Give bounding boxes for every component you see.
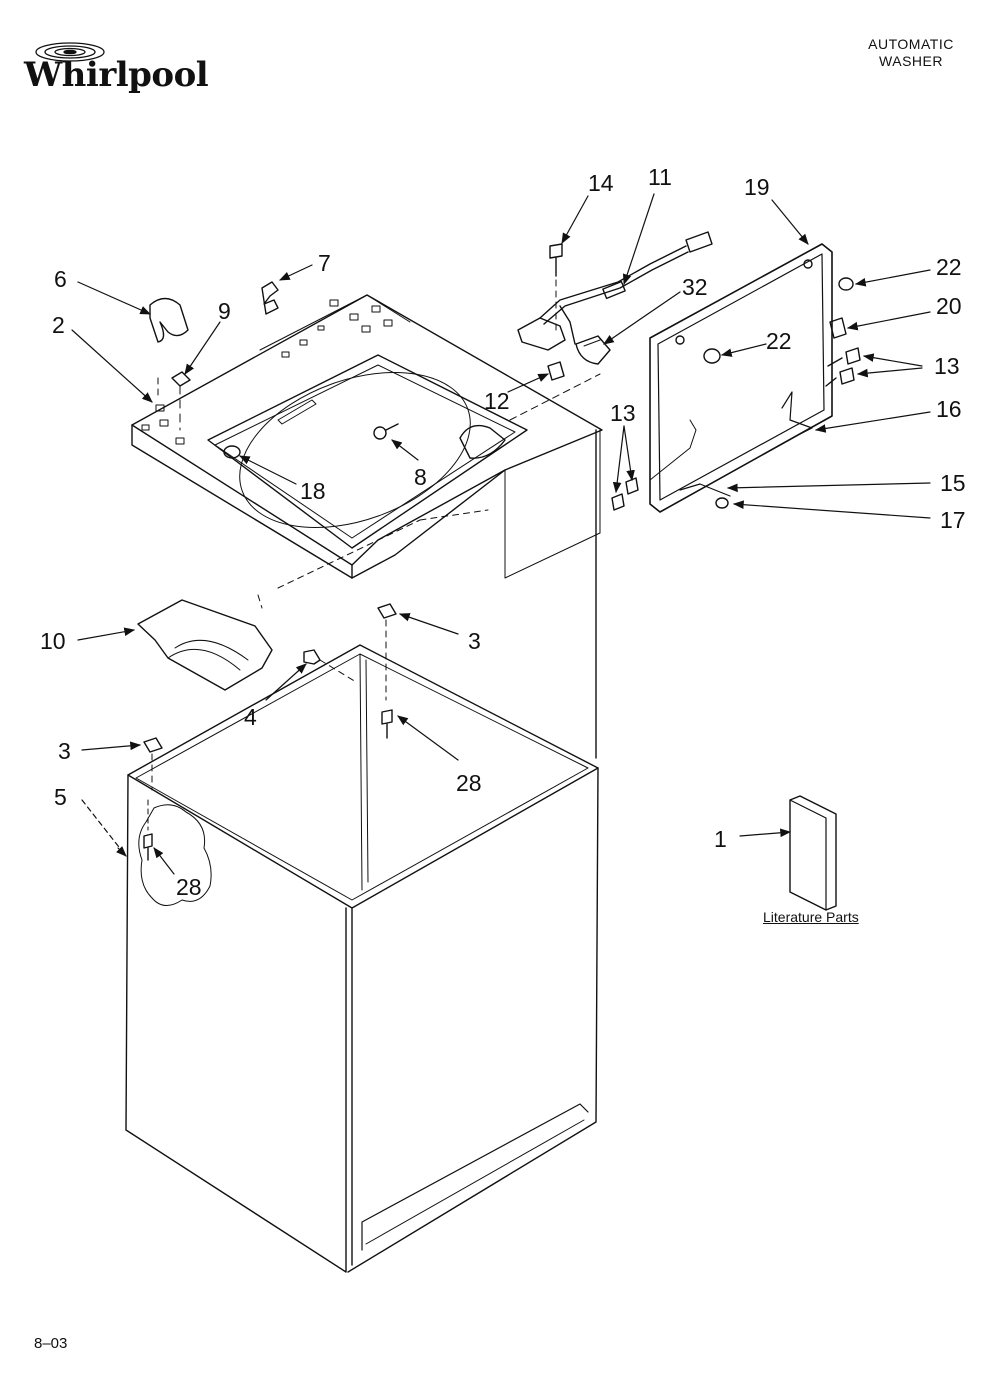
bracket-part-6 (150, 299, 188, 343)
clip-part-3a (378, 604, 396, 700)
callout-11: 11 (648, 164, 672, 190)
rear-panel-frame-part-19 (650, 244, 832, 512)
screw-part-28a (382, 710, 392, 738)
screw-part-14 (550, 244, 562, 330)
callout-22-mid: 22 (766, 328, 792, 354)
callout-5: 5 (54, 784, 67, 810)
screws-part-13b (612, 478, 638, 510)
literature-parts-label: Literature Parts (763, 909, 859, 925)
callout-13-right: 13 (934, 353, 960, 379)
screw-part-8 (374, 424, 398, 439)
wire-part-15 (680, 484, 730, 496)
callout-10: 10 (40, 628, 66, 654)
screws-part-13a (826, 348, 860, 386)
leader-lines (72, 194, 930, 926)
panel-part-10 (138, 600, 272, 690)
callout-6: 6 (54, 266, 67, 292)
callout-1: 1 (714, 826, 727, 852)
clip-part-20 (830, 318, 846, 338)
screw-part-28b (144, 800, 152, 860)
callout-4: 4 (244, 704, 257, 730)
literature-booklet-part-1 (790, 796, 836, 910)
callout-3-upper: 3 (468, 628, 481, 654)
document-title-line1: AUTOMATIC (868, 36, 954, 52)
callout-18: 18 (300, 478, 326, 504)
callout-32: 32 (682, 274, 708, 300)
washer-top-lid-assembly (132, 295, 602, 608)
callout-14: 14 (588, 170, 614, 196)
callout-2: 2 (52, 312, 65, 338)
clip-part-9 (158, 372, 190, 430)
plug-part-22b (704, 349, 720, 363)
callout-20: 20 (936, 293, 962, 319)
clip-part-7 (262, 282, 278, 314)
callout-16: 16 (936, 396, 962, 422)
cover-part-32 (576, 336, 610, 364)
callout-28-upper: 28 (456, 770, 482, 796)
grommet-part-17 (716, 498, 728, 508)
callout-19: 19 (744, 174, 770, 200)
callout-22-top: 22 (936, 254, 962, 280)
lid-switch-harness-part-11 (518, 232, 712, 350)
plug-part-22a (839, 278, 853, 290)
brand-logo-text: Whirlpool (24, 55, 209, 95)
nut-part-12 (548, 362, 564, 380)
callout-28-lower: 28 (176, 874, 202, 900)
callout-7: 7 (318, 250, 331, 276)
callout-12: 12 (484, 388, 510, 414)
footer-code: 8–03 (34, 1335, 68, 1352)
whirlpool-logo-swirl (36, 43, 104, 61)
callout-17: 17 (940, 507, 966, 533)
hinge-part-4 (304, 650, 356, 682)
callout-15: 15 (940, 470, 966, 496)
callout-8: 8 (414, 464, 427, 490)
callout-9: 9 (218, 298, 231, 324)
hose-part-16 (782, 392, 812, 434)
clip-part-3b (144, 738, 162, 790)
cabinet-part-5 (126, 430, 598, 1272)
document-title-line2: WASHER (879, 53, 943, 69)
callout-13-left: 13 (610, 400, 636, 426)
callout-3-lower: 3 (58, 738, 71, 764)
cutaway-detail (139, 800, 211, 906)
